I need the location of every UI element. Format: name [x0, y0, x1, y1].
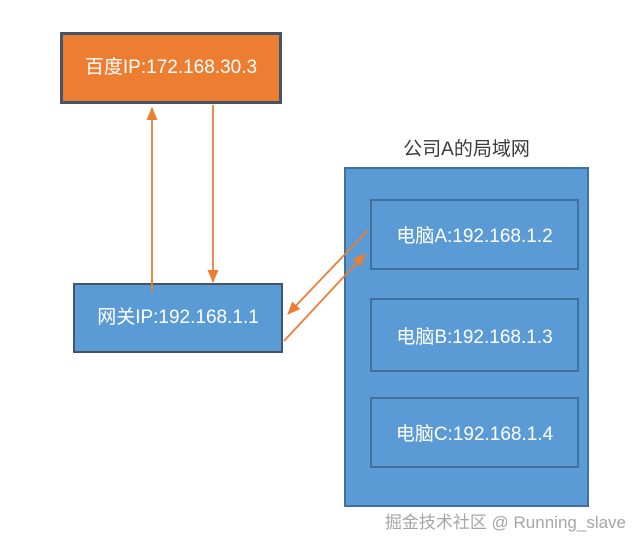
lan-container: 电脑A:192.168.1.2 电脑B:192.168.1.3 电脑C:192.…: [344, 167, 589, 507]
gateway-node: 网关IP:192.168.1.1: [73, 283, 283, 353]
computer-b-node: 电脑B:192.168.1.3: [370, 298, 579, 372]
baidu-node: 百度IP:172.168.30.3: [60, 32, 282, 104]
computer-c-node: 电脑C:192.168.1.4: [370, 397, 579, 468]
computer-c-node-label: 电脑C:192.168.1.4: [395, 424, 554, 445]
gateway-node-label: 网关IP:192.168.1.1: [97, 306, 259, 328]
lan-title: 公司A的局域网: [403, 139, 530, 160]
computer-a-node: 电脑A:192.168.1.2: [370, 199, 579, 270]
watermark: 掘金技术社区 @ Running_slave: [384, 513, 626, 532]
baidu-node-label: 百度IP:172.168.30.3: [84, 56, 258, 78]
computer-b-node-label: 电脑B:192.168.1.3: [396, 326, 553, 348]
computer-a-node-label: 电脑A:192.168.1.2: [396, 226, 553, 247]
